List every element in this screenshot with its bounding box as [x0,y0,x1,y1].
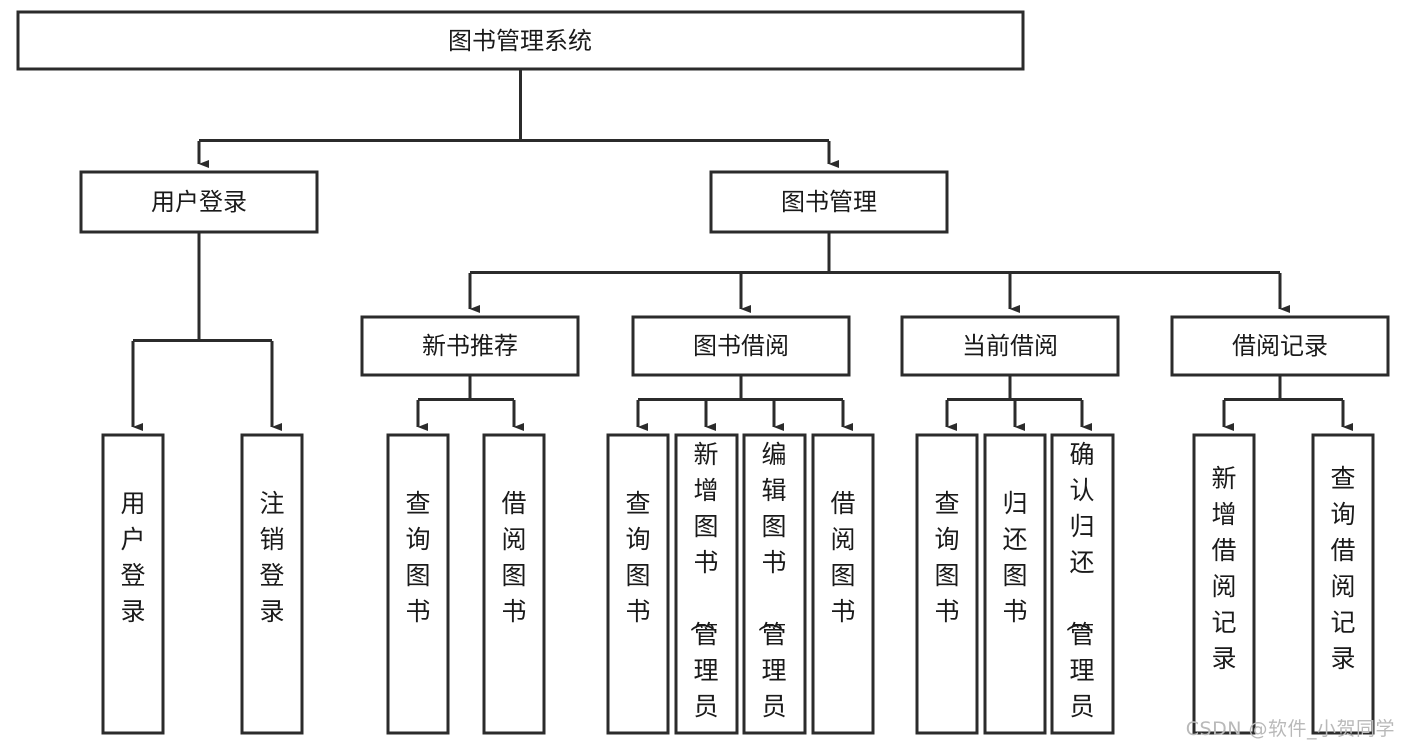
node-leaf-borrow-book-1[interactable]: 借阅图书 [482,433,546,735]
node-leaf-borrow-book-2-label: 借阅图书 [830,489,855,626]
node-leaf-user-login-label: 用户登录 [120,489,145,626]
node-borrow-record-label: 借阅记录 [1232,332,1328,360]
node-leaf-logout-login-box[interactable] [240,433,304,735]
node-leaf-edit-book-admin-box[interactable] [742,433,807,735]
node-book-borrow[interactable]: 图书借阅 [631,315,851,377]
node-leaf-add-book-admin-box[interactable] [674,433,739,735]
node-leaf-add-book-admin[interactable]: 新增图书（管理员） [674,433,739,747]
node-current-borrow-box[interactable] [900,315,1120,377]
node-leaf-query-book-3-box[interactable] [915,433,979,735]
node-user-login-label: 用户登录 [151,188,247,216]
node-leaf-confirm-return-admin[interactable]: 确认归还（管理员） [1050,433,1115,747]
node-leaf-edit-book-admin[interactable]: 编辑图书（管理员） [742,433,807,747]
node-root[interactable]: 图书管理系统 [16,10,1025,71]
node-leaf-add-borrow-record-box[interactable] [1192,433,1256,735]
node-leaf-query-book-2-label: 查询图书 [625,489,650,626]
node-new-book-recommend-label: 新书推荐 [422,332,518,360]
node-leaf-user-login-box[interactable] [101,433,165,735]
node-current-borrow-label: 当前借阅 [962,332,1058,360]
node-leaf-query-borrow-record-label: 查询借阅记录 [1330,464,1355,673]
node-new-book-recommend[interactable]: 新书推荐 [360,315,580,377]
node-leaf-borrow-book-2[interactable]: 借阅图书 [811,433,875,735]
node-leaf-query-book-3-label: 查询图书 [934,489,959,626]
node-book-manage-box[interactable] [709,170,949,234]
node-leaf-logout-login-label: 注销登录 [259,489,284,626]
node-leaf-query-book-2-box[interactable] [606,433,670,735]
node-leaf-query-book-3[interactable]: 查询图书 [915,433,979,735]
node-leaf-edit-book-admin-label: 编辑图书（管理员） [755,440,786,747]
node-user-login-box[interactable] [79,170,319,234]
node-leaf-return-book-box[interactable] [983,433,1047,735]
node-root-box[interactable] [16,10,1025,71]
node-leaf-borrow-book-1-label: 借阅图书 [501,489,526,626]
node-leaf-query-book-1[interactable]: 查询图书 [386,433,450,735]
node-leaf-return-book-label: 归还图书 [1002,489,1027,626]
node-leaf-query-book-2[interactable]: 查询图书 [606,433,670,735]
node-book-manage[interactable]: 图书管理 [709,170,949,234]
node-leaf-query-book-1-label: 查询图书 [405,489,430,626]
node-borrow-record-box[interactable] [1170,315,1390,377]
node-leaf-logout-login[interactable]: 注销登录 [240,433,304,735]
node-leaf-add-borrow-record[interactable]: 新增借阅记录 [1192,433,1256,735]
node-leaf-add-borrow-record-label: 新增借阅记录 [1211,464,1236,673]
node-new-book-recommend-box[interactable] [360,315,580,377]
node-leaf-user-login[interactable]: 用户登录 [101,433,165,735]
connector-layer [131,69,1354,432]
node-leaf-query-borrow-record-box[interactable] [1311,433,1375,735]
node-leaf-confirm-return-admin-box[interactable] [1050,433,1115,735]
node-leaf-borrow-book-1-box[interactable] [482,433,546,735]
node-book-borrow-label: 图书借阅 [693,332,789,360]
node-book-borrow-box[interactable] [631,315,851,377]
node-leaf-add-book-admin-label: 新增图书（管理员） [687,440,718,747]
node-leaf-return-book[interactable]: 归还图书 [983,433,1047,735]
node-leaf-query-book-1-box[interactable] [386,433,450,735]
node-book-manage-label: 图书管理 [781,188,877,216]
node-root-label: 图书管理系统 [448,27,592,55]
node-borrow-record[interactable]: 借阅记录 [1170,315,1390,377]
node-user-login[interactable]: 用户登录 [79,170,319,234]
node-leaf-borrow-book-2-box[interactable] [811,433,875,735]
node-current-borrow[interactable]: 当前借阅 [900,315,1120,377]
node-leaf-query-borrow-record[interactable]: 查询借阅记录 [1311,433,1375,735]
node-leaf-confirm-return-admin-label: 确认归还（管理员） [1063,440,1094,747]
